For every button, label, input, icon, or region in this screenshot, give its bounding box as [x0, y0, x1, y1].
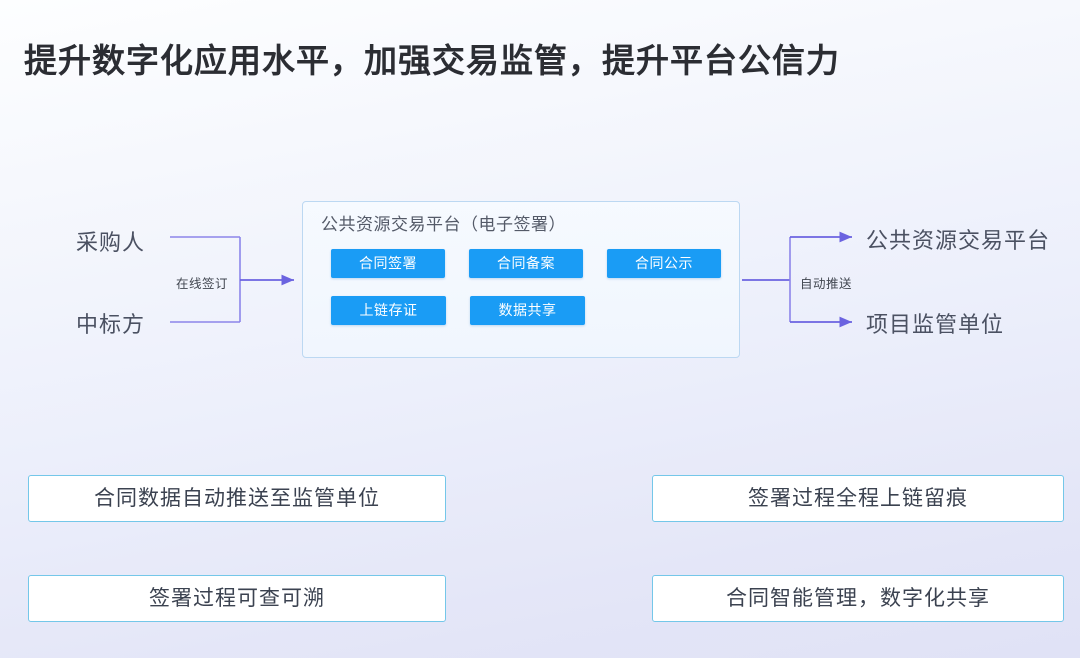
- platform-chip-contract-signing[interactable]: 合同签署: [331, 249, 445, 278]
- feature-box-smart-contract-management[interactable]: 合同智能管理，数字化共享: [652, 575, 1064, 622]
- left-connector-group: [170, 236, 294, 323]
- flow-connectors: [170, 231, 852, 328]
- flow-node-output-1: 项目监管单位: [866, 312, 1005, 337]
- platform-chip-data-sharing[interactable]: 数据共享: [470, 296, 585, 325]
- edge-label-auto-push: 自动推送: [800, 277, 853, 291]
- flow-diagram: 采购人 中标方 公共资源交易平台 项目监管单位 在线签订 自动推送 公共资源交易…: [0, 185, 1080, 385]
- flow-node-output-0: 公共资源交易平台: [866, 228, 1051, 253]
- page-title: 提升数字化应用水平，加强交易监管，提升平台公信力: [24, 42, 840, 79]
- feature-box-traceable-signing[interactable]: 签署过程可查可溯: [28, 575, 446, 622]
- feature-box-auto-push-to-regulator[interactable]: 合同数据自动推送至监管单位: [28, 475, 446, 522]
- platform-chip-grid: 合同签署 合同备案 合同公示 上链存证 数据共享: [331, 249, 721, 325]
- edge-label-online-signing: 在线签订: [176, 277, 229, 291]
- platform-chip-blockchain-evidence[interactable]: 上链存证: [331, 296, 446, 325]
- flow-node-input-1: 中标方: [76, 312, 146, 337]
- platform-chip-contract-publicity[interactable]: 合同公示: [607, 249, 721, 278]
- platform-container: 公共资源交易平台（电子签署） 合同签署 合同备案 合同公示 上链存证 数据共享: [302, 201, 740, 358]
- feature-box-blockchain-trace[interactable]: 签署过程全程上链留痕: [652, 475, 1064, 522]
- platform-chip-row: 上链存证 数据共享: [331, 296, 721, 325]
- platform-title: 公共资源交易平台（电子签署）: [321, 215, 566, 234]
- right-connector-group: [742, 231, 852, 328]
- platform-chip-contract-filing[interactable]: 合同备案: [469, 249, 583, 278]
- platform-chip-row: 合同签署 合同备案 合同公示: [331, 249, 721, 278]
- flow-node-input-0: 采购人: [76, 230, 146, 255]
